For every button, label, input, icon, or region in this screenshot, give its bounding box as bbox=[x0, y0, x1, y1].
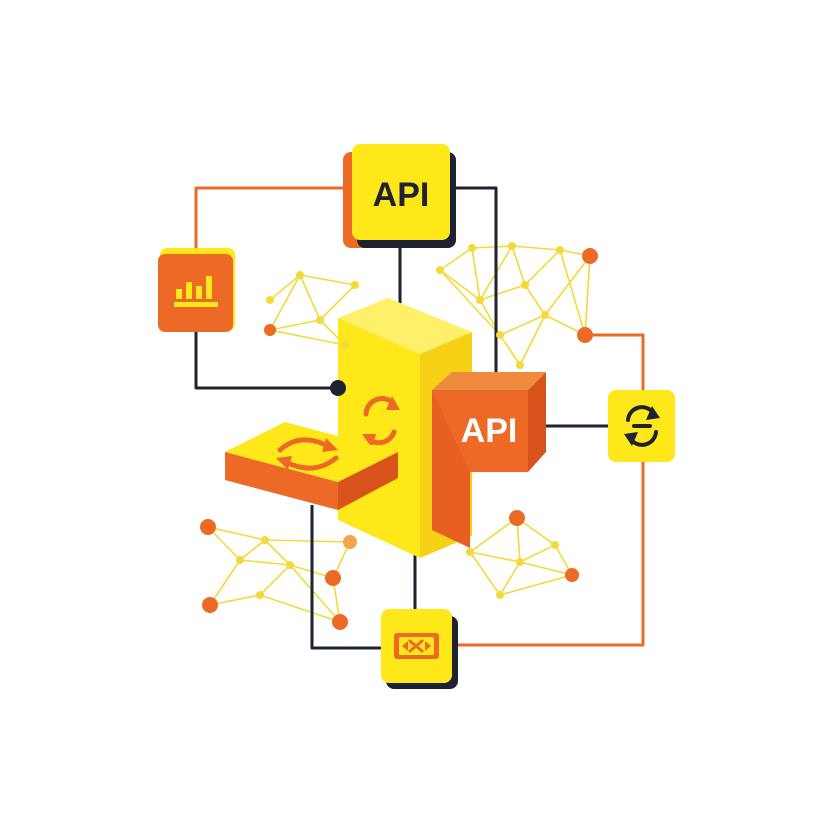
api-card-node-top[interactable]: API bbox=[343, 144, 456, 248]
refresh-icon bbox=[362, 396, 400, 448]
connector-right-node-to-bottom-node bbox=[455, 458, 645, 647]
api-block-left-extension bbox=[432, 390, 470, 548]
orange-network-dots bbox=[200, 248, 598, 630]
navy-connectors bbox=[194, 186, 608, 650]
navy-junction-dot bbox=[330, 380, 346, 396]
core-block-front-face bbox=[338, 318, 420, 558]
sync-slab-top-face bbox=[225, 422, 398, 482]
sync-slab-block bbox=[225, 422, 398, 510]
orange-connectors bbox=[194, 186, 645, 647]
exchange-icon bbox=[394, 633, 439, 659]
api-block: API bbox=[432, 372, 546, 548]
sync-icon bbox=[624, 405, 660, 447]
mesh-network-top-right bbox=[439, 245, 591, 366]
core-block-top-face bbox=[338, 298, 472, 354]
chart-node-left[interactable] bbox=[158, 248, 235, 332]
api-block-label: API bbox=[461, 412, 518, 450]
bar-chart-icon bbox=[174, 276, 218, 307]
connector-sync-block-to-bottom-node bbox=[310, 505, 383, 650]
yellow-network-dots bbox=[236, 242, 564, 599]
sync-arrows-icon bbox=[276, 437, 339, 471]
mesh-network-bottom-right bbox=[469, 517, 573, 596]
sync-slab-side-face bbox=[338, 452, 398, 510]
sync-slab-front-face bbox=[225, 452, 338, 510]
api-block-side-face bbox=[528, 372, 546, 472]
sync-node-right[interactable] bbox=[608, 390, 675, 462]
api-block-top-face bbox=[432, 372, 546, 390]
connector-top-node-to-left-node bbox=[194, 186, 352, 248]
api-card-label: API bbox=[373, 176, 430, 214]
connector-mesh-to-right-node bbox=[585, 333, 645, 395]
connector-left-node-to-core bbox=[194, 330, 338, 390]
exchange-node-bottom[interactable] bbox=[381, 609, 458, 689]
connector-top-node-right bbox=[450, 186, 498, 375]
